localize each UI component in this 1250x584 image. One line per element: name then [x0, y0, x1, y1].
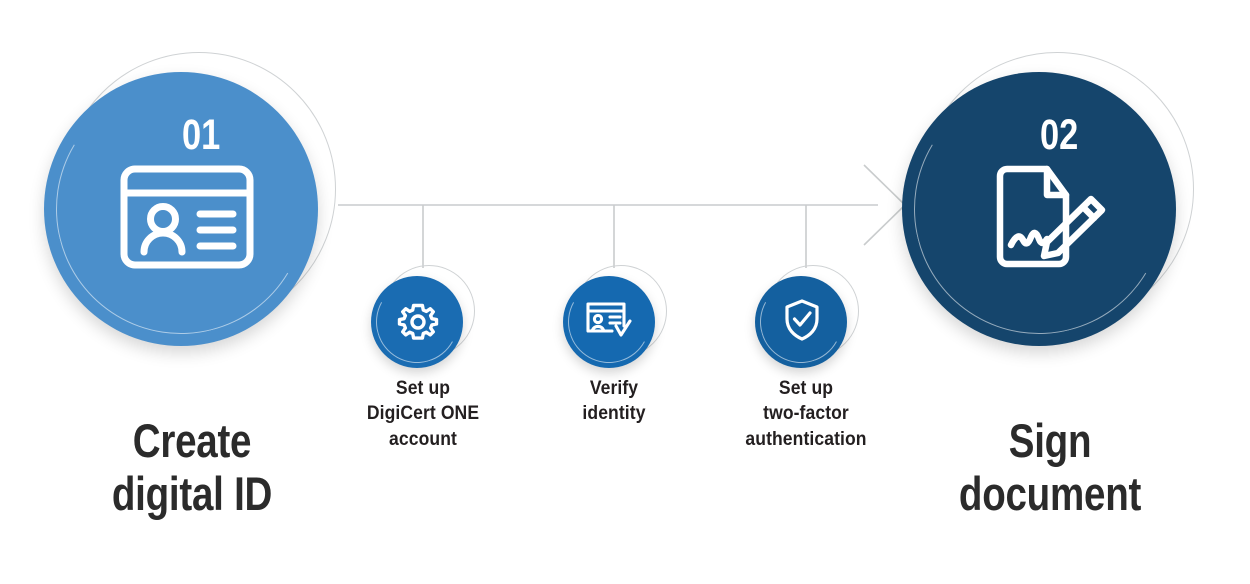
milestone-node-2[interactable]: 02: [887, 52, 1198, 361]
step-2-label-line-1: Verify: [589, 377, 639, 399]
milestone-1-heading-line-2: digital ID: [111, 466, 273, 520]
gear-icon: [397, 303, 439, 340]
shield-check-icon: [785, 299, 819, 341]
milestone-2-number: 02: [1040, 111, 1079, 159]
id-card-icon: [120, 165, 254, 269]
milestone-2-disc: [902, 72, 1176, 346]
step-node-3[interactable]: [750, 265, 859, 373]
milestone-2-heading: Sign document: [943, 414, 1156, 520]
step-1-label-line-3: account: [389, 427, 457, 450]
milestone-1-disc: [44, 72, 318, 346]
step-3-label-line-1: Set up: [778, 377, 834, 399]
step-1-label-line-2: DigiCert ONE: [366, 402, 480, 425]
step-2-label: Verify identity: [533, 376, 695, 427]
step-3-label-line-3: authentication: [745, 427, 867, 450]
milestone-1-heading-line-1: Create: [132, 414, 252, 467]
milestone-1-heading: Create digital ID: [85, 414, 298, 520]
step-3-label-line-2: two-factor: [763, 402, 849, 425]
document-signature-icon: [996, 165, 1106, 268]
step-node-1[interactable]: [366, 265, 475, 373]
step-1-disc: [371, 276, 463, 368]
step-1-label-line-1: Set up: [395, 377, 451, 399]
milestone-node-1[interactable]: 01: [29, 52, 340, 361]
id-card-check-icon: [586, 302, 632, 337]
milestone-2-heading-line-2: document: [958, 466, 1142, 520]
step-3-label: Set up two-factor authentication: [725, 376, 887, 452]
step-2-label-line-2: identity: [582, 402, 646, 425]
step-1-label: Set up DigiCert ONE account: [342, 376, 504, 452]
step-node-2[interactable]: [558, 265, 667, 373]
milestone-1-number: 01: [182, 111, 221, 159]
arrow-head-right-icon: [863, 164, 907, 246]
milestone-2-heading-line-1: Sign: [1008, 414, 1092, 467]
